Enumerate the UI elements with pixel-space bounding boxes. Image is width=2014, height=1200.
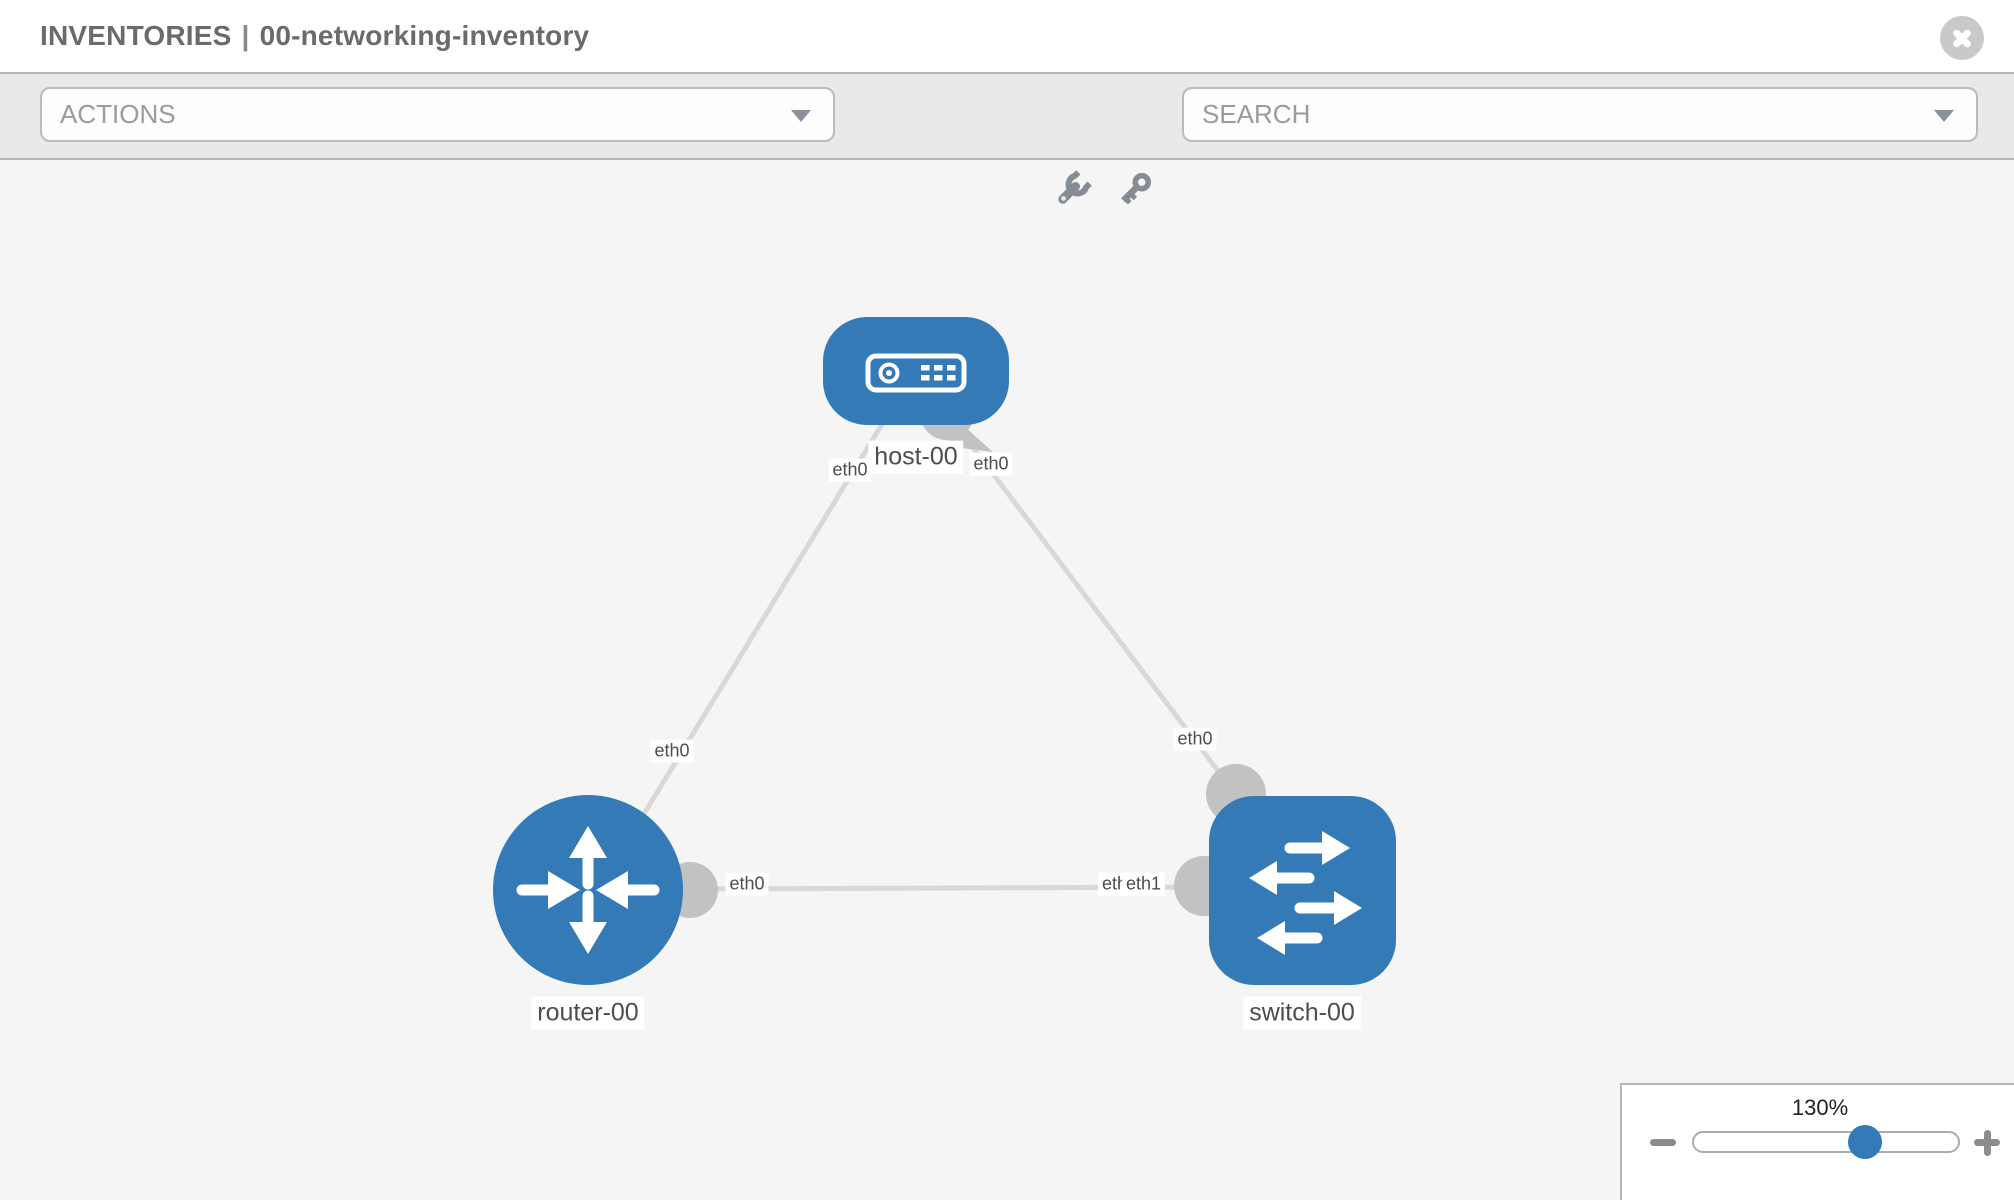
if-label: eth0 <box>1173 727 1217 751</box>
search-dropdown[interactable]: SEARCH <box>1182 87 1978 142</box>
if-label: eth0 <box>650 739 694 763</box>
if-label: eth0 <box>969 452 1013 476</box>
close-button[interactable] <box>1940 16 1984 60</box>
zoom-slider-track[interactable] <box>1692 1131 1960 1153</box>
key-button[interactable] <box>1114 170 1154 210</box>
zoom-control-panel: 130% <box>1620 1083 2014 1200</box>
switch-icon <box>1249 831 1362 955</box>
zoom-out-button[interactable] <box>1650 1129 1676 1155</box>
toolbar: ACTIONS SEARCH <box>0 72 2014 205</box>
node-router-00[interactable] <box>493 795 683 985</box>
actions-dropdown[interactable]: ACTIONS <box>40 87 835 142</box>
zoom-in-button[interactable] <box>1974 1129 2000 1156</box>
zoom-slider-knob[interactable] <box>1848 1125 1882 1159</box>
node-label-host-00: host-00 <box>868 440 964 474</box>
breadcrumb: INVENTORIES | 00-networking-inventory <box>40 0 589 72</box>
host-icon <box>865 353 967 393</box>
if-label: eth0 <box>725 872 769 896</box>
zoom-level-value: 130% <box>1791 1095 1849 1120</box>
key-icon <box>1121 172 1152 205</box>
router-icon <box>516 826 660 954</box>
page-header: INVENTORIES | 00-networking-inventory <box>0 0 2014 72</box>
node-label-switch-00: switch-00 <box>1243 996 1361 1030</box>
node-label-router-00: router-00 <box>531 996 645 1030</box>
if-label: eth1 <box>1122 872 1166 896</box>
wrench-icon <box>1058 170 1092 204</box>
if-label: eth0 <box>828 458 872 482</box>
search-dropdown-label: SEARCH <box>1202 99 1311 129</box>
wrench-button[interactable] <box>1052 170 1092 210</box>
node-host-00[interactable] <box>823 317 1009 425</box>
minus-icon <box>1650 1139 1676 1146</box>
breadcrumb-separator: | <box>241 20 250 51</box>
actions-dropdown-label: ACTIONS <box>60 99 176 129</box>
caret-down-icon <box>1934 109 1954 122</box>
caret-down-icon <box>791 109 811 122</box>
breadcrumb-section: INVENTORIES <box>40 20 232 51</box>
inventory-name: 00-networking-inventory <box>259 20 590 51</box>
node-switch-00[interactable] <box>1209 796 1396 985</box>
